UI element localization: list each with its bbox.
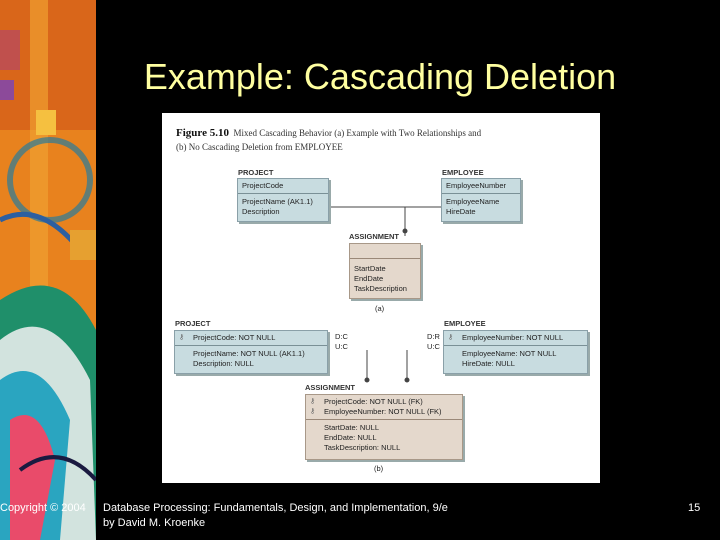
delete-rule-left: D:C: [335, 332, 348, 341]
update-rule-left: U:C: [335, 342, 348, 351]
divider: [306, 419, 462, 420]
part-b-label: (b): [374, 464, 384, 473]
entity-assignment-a: StartDate EndDate TaskDescription: [349, 243, 421, 299]
entity-attr: TaskDescription: [354, 284, 407, 293]
entity-attr: EndDate: NULL: [324, 433, 377, 442]
slide-title: Example: Cascading Deletion: [143, 56, 617, 97]
entity-attr: ProjectName (AK1.1): [242, 197, 313, 206]
entity-attr: StartDate: NULL: [324, 423, 380, 432]
entity-label-assignment-b: ASSIGNMENT: [305, 383, 356, 392]
entity-key: EmployeeNumber: NOT NULL: [462, 333, 564, 342]
divider: [444, 345, 587, 346]
entity-attr: EmployeeName: NOT NULL: [462, 349, 557, 358]
divider: [238, 193, 328, 194]
entity-label-assignment-a: ASSIGNMENT: [349, 232, 400, 241]
entity-key: ProjectCode: NOT NULL: [193, 333, 276, 342]
divider: [350, 258, 420, 259]
entity-attr: StartDate: [354, 264, 386, 273]
part-a-label: (a): [375, 304, 385, 313]
decorative-artwork: [0, 0, 96, 540]
footer-book-author: by David M. Kroenke: [103, 517, 206, 529]
entity-attr: EmployeeName: [446, 197, 500, 206]
figure-caption-text: Mixed Cascading Behavior (a) Example wit…: [233, 128, 482, 138]
footer-book-title: Database Processing: Fundamentals, Desig…: [103, 502, 448, 514]
entity-label-project-a: PROJECT: [238, 168, 274, 177]
entity-employee-a: EmployeeNumber EmployeeName HireDate: [441, 178, 521, 222]
key-icon: ⚷: [448, 334, 454, 341]
page-number: 15: [688, 502, 701, 514]
entity-key: ProjectCode: NOT NULL (FK): [324, 397, 423, 406]
entity-label-employee-a: EMPLOYEE: [442, 168, 484, 177]
entity-key: EmployeeNumber: NOT NULL (FK): [324, 407, 442, 416]
entity-employee-b: ⚷ EmployeeNumber: NOT NULL EmployeeName:…: [443, 330, 588, 374]
entity-attr: TaskDescription: NULL: [324, 443, 401, 452]
entity-attr: Description: [242, 207, 280, 216]
entity-project-b: ⚷ ProjectCode: NOT NULL ProjectName: NOT…: [174, 330, 328, 374]
divider: [175, 345, 327, 346]
entity-project-a: ProjectCode ProjectName (AK1.1) Descript…: [237, 178, 329, 222]
entity-attr: HireDate: [446, 207, 476, 216]
entity-label-employee-b: EMPLOYEE: [444, 319, 486, 328]
entity-attr: ProjectName: NOT NULL (AK1.1): [193, 349, 305, 358]
figure-caption-line2: (b) No Cascading Deletion from EMPLOYEE: [176, 142, 343, 152]
key-icon: ⚷: [310, 398, 316, 405]
delete-rule-right: D:R: [427, 332, 440, 341]
entity-label-project-b: PROJECT: [175, 319, 211, 328]
divider: [442, 193, 520, 194]
entity-attr: EndDate: [354, 274, 384, 283]
entity-attr: HireDate: NULL: [462, 359, 515, 368]
key-icon: ⚷: [310, 408, 316, 415]
key-icon: ⚷: [179, 334, 185, 341]
er-diagram-figure: Figure 5.10 Mixed Cascading Behavior (a)…: [162, 113, 600, 483]
entity-key: EmployeeNumber: [446, 181, 507, 190]
update-rule-right: U:C: [427, 342, 440, 351]
footer-copyright: Copyright © 2004: [0, 502, 86, 514]
entity-key: ProjectCode: [242, 181, 284, 190]
entity-assignment-b: ⚷ ProjectCode: NOT NULL (FK) ⚷ EmployeeN…: [305, 394, 463, 460]
figure-caption-line1: Figure 5.10 Mixed Cascading Behavior (a)…: [176, 127, 481, 139]
figure-number: Figure 5.10: [176, 127, 229, 139]
entity-attr: Description: NULL: [193, 359, 254, 368]
